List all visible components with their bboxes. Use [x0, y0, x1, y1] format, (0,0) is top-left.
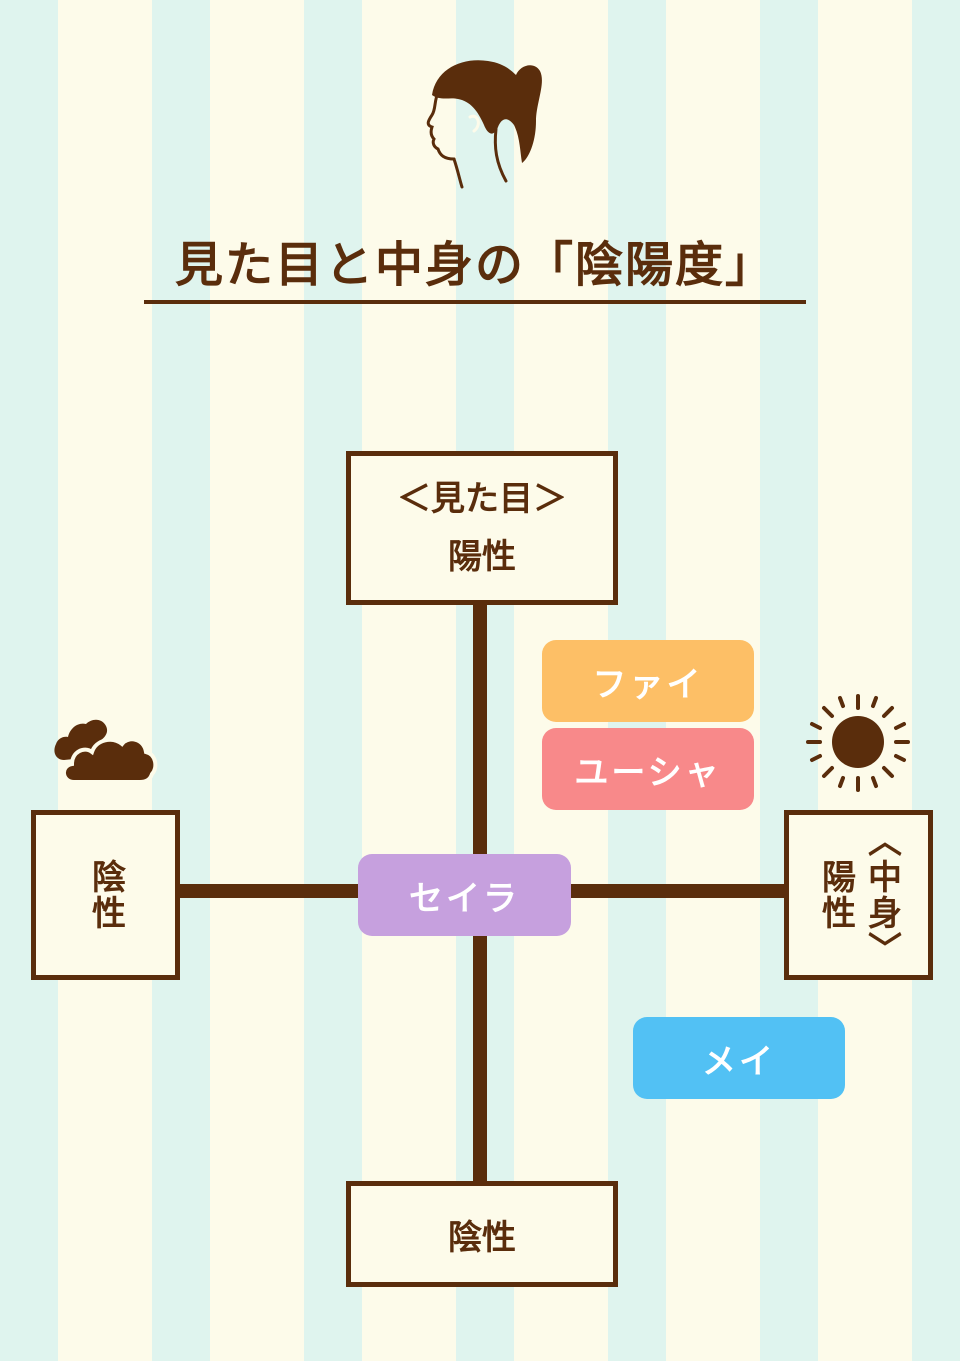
character-badge-mei: メイ	[633, 1017, 845, 1099]
axis-box-right: 〈中身〉 陽性	[784, 810, 933, 980]
cloud-icon	[52, 712, 158, 786]
axis-name-inner: 〈中身〉	[861, 823, 902, 967]
sun-icon	[804, 690, 912, 798]
axis-label-top: 陽性	[448, 537, 516, 577]
page-title: 見た目と中身の「陰陽度」	[174, 237, 775, 293]
axis-label-bottom: 陰性	[448, 1217, 516, 1258]
axis-label-left: 陰性	[85, 859, 126, 931]
character-badge-yusha: ユーシャ	[542, 728, 754, 810]
axis-name-appearance: ＜見た目＞	[397, 479, 567, 519]
character-badge-seira: セイラ	[358, 854, 571, 936]
title-underline	[144, 300, 806, 304]
axis-box-bottom: 陰性	[346, 1181, 618, 1287]
woman-profile-icon	[410, 55, 550, 195]
character-badge-fai: ファイ	[542, 640, 754, 722]
axis-box-top: ＜見た目＞ 陽性	[346, 451, 618, 605]
axis-label-right: 陽性	[815, 859, 856, 931]
axis-box-left: 陰性	[31, 810, 180, 980]
